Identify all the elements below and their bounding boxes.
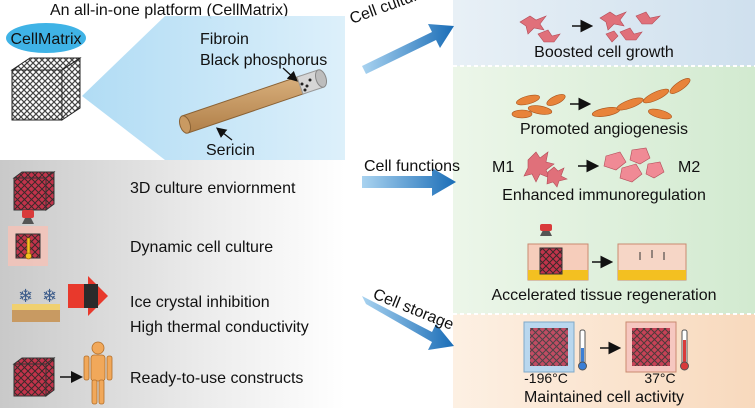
cell-functions-label: Cell functions xyxy=(364,158,460,175)
black-phosphorus-label: Black phosphorus xyxy=(200,52,327,69)
dynamic-culture-icon xyxy=(8,210,48,266)
feature-thermal: High thermal conductivity xyxy=(130,319,309,336)
fibroin-label: Fibroin xyxy=(200,31,249,48)
cold-temp: -196°C xyxy=(524,370,568,386)
storage-panel xyxy=(453,314,755,408)
construct-cube-icon xyxy=(12,357,56,397)
sericin-pointer xyxy=(215,127,233,141)
outcome-tissue: Accelerated tissue regeneration xyxy=(491,287,716,304)
feature-dynamic-culture: Dynamic cell culture xyxy=(130,239,273,256)
svg-text:❄: ❄ xyxy=(18,286,33,307)
endothelial-cells-icon xyxy=(511,94,566,119)
features-panel xyxy=(0,160,345,408)
ice-crystal-icon: ❄ ❄ xyxy=(12,286,60,322)
warm-thermometer-icon xyxy=(680,329,689,371)
feature-ready-constructs: Ready-to-use constructs xyxy=(130,370,303,387)
scaffold-cube xyxy=(10,57,82,121)
phosphorus-pointer xyxy=(282,67,298,82)
culture-arrow xyxy=(362,24,454,74)
thermal-arrow-icon xyxy=(68,276,108,316)
wound-tissue-icon xyxy=(527,224,589,281)
outcome-immuno: Enhanced immunoregulation xyxy=(502,187,706,204)
human-body-icon xyxy=(83,341,113,405)
feature-ice-crystal: Ice crystal inhibition xyxy=(130,294,270,311)
fiber-illustration xyxy=(178,69,328,134)
m2-macrophage-icon xyxy=(603,147,665,183)
healed-tissue-icon xyxy=(617,243,687,281)
sparse-cells-icon xyxy=(519,15,561,43)
cold-thermometer-icon xyxy=(578,329,587,371)
culture-cube-icon xyxy=(12,171,56,211)
culture-panel xyxy=(453,0,755,66)
svg-text:❄: ❄ xyxy=(42,286,57,307)
outcome-activity: Maintained cell activity xyxy=(524,389,684,406)
sericin-label: Sericin xyxy=(206,142,255,159)
vessel-network-icon xyxy=(591,78,691,120)
outcome-growth: Boosted cell growth xyxy=(534,44,674,61)
functions-arrow xyxy=(362,168,456,196)
outcome-angiogenesis: Promoted angiogenesis xyxy=(520,121,688,138)
storage-arrow xyxy=(362,296,454,350)
frozen-construct-icon xyxy=(523,321,575,373)
m2-label: M2 xyxy=(678,159,700,176)
m1-macrophage-icon xyxy=(523,151,568,188)
cellmatrix-badge xyxy=(6,23,86,53)
thawed-construct-icon xyxy=(625,321,677,373)
zoom-beam xyxy=(82,16,345,160)
platform-title: An all-in-one platform (CellMatrix) xyxy=(50,2,288,19)
cell-culture-label: Cell culture xyxy=(348,0,429,28)
dense-cells-icon xyxy=(599,11,661,43)
m1-label: M1 xyxy=(492,159,514,176)
functions-panel xyxy=(453,66,755,314)
warm-temp: 37°C xyxy=(644,370,675,386)
feature-3d-culture: 3D culture enviornment xyxy=(130,180,296,197)
badge-label: CellMatrix xyxy=(10,31,81,48)
